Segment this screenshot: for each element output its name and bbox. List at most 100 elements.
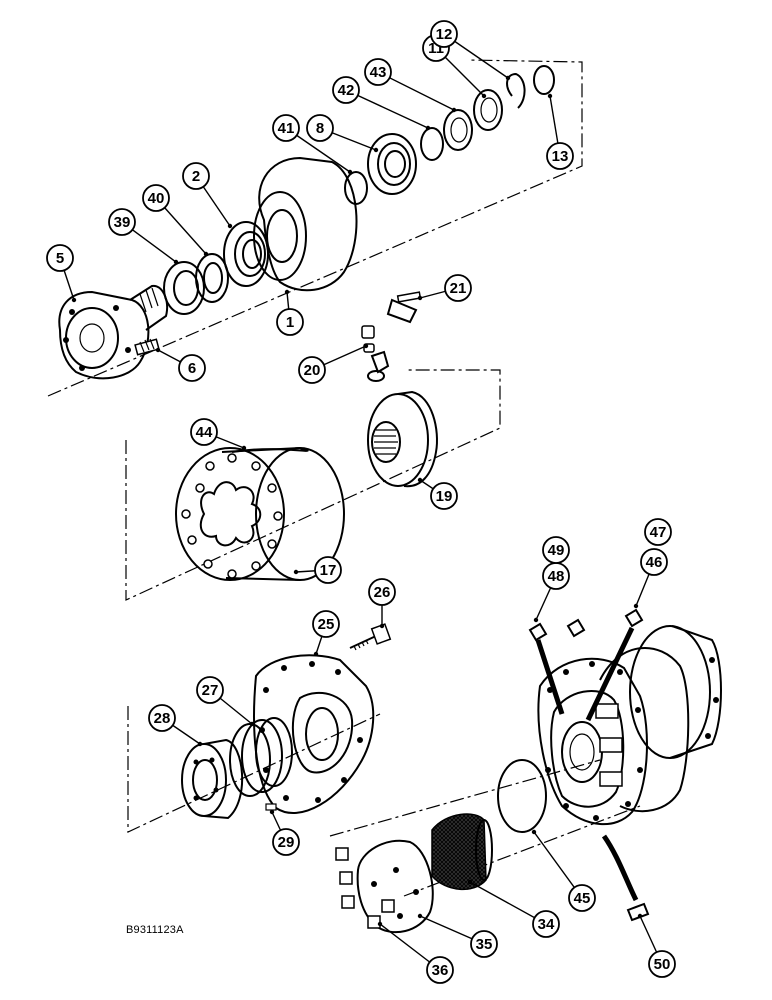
callout-arrowhead-6	[155, 347, 161, 353]
callout-arrowhead-25	[313, 651, 319, 657]
callout-balloon-40	[142, 184, 170, 212]
snap-ring-part-13	[533, 65, 555, 95]
hub-housing-part-1	[253, 156, 358, 292]
callout-20: 20	[298, 343, 369, 384]
callout-balloon-47	[644, 518, 672, 546]
callout-label-25: 25	[318, 616, 335, 633]
callout-label-1: 1	[286, 314, 294, 331]
callout-label-17: 17	[320, 562, 337, 579]
callout-label-35: 35	[476, 936, 493, 953]
callout-2: 2	[182, 162, 233, 229]
motor-cover-part-25	[253, 654, 375, 814]
callout-1: 1	[276, 289, 304, 336]
reference-code: B9311123A	[126, 924, 184, 936]
o-ring-part-45	[497, 759, 547, 833]
callout-arrowhead-39	[173, 259, 179, 265]
callout-8: 8	[306, 114, 379, 153]
callout-label-21: 21	[450, 280, 467, 297]
callout-balloon-25	[312, 610, 340, 638]
callout-balloon-12	[430, 20, 458, 48]
callout-5: 5	[46, 244, 77, 303]
callout-balloon-46	[640, 548, 668, 576]
callout-42: 42	[332, 76, 431, 131]
callout-45: 45	[531, 829, 596, 912]
callout-label-34: 34	[538, 916, 555, 933]
callout-arrowhead-1	[284, 289, 290, 295]
fitting-part-46	[585, 608, 644, 722]
callout-balloon-5	[46, 244, 74, 272]
callout-arrowhead-48	[533, 617, 539, 623]
callout-leader-34	[469, 881, 547, 925]
snap-ring-part-12	[506, 72, 526, 109]
ring-part-42	[420, 127, 444, 161]
callout-balloon-41	[272, 114, 300, 142]
callout-arrowhead-46	[633, 603, 639, 609]
callout-balloon-1	[276, 308, 304, 336]
callout-label-26: 26	[374, 584, 391, 601]
callout-label-5: 5	[56, 250, 64, 267]
callout-21: 21	[417, 274, 472, 302]
callout-label-43: 43	[370, 64, 387, 81]
callout-arrowhead-45	[531, 829, 537, 835]
callout-label-19: 19	[436, 488, 453, 505]
callout-label-2: 2	[192, 168, 200, 185]
callout-arrowhead-42	[425, 125, 431, 131]
callout-balloon-45	[568, 884, 596, 912]
callout-35: 35	[417, 913, 498, 958]
callout-label-42: 42	[338, 82, 355, 99]
callout-balloon-44	[190, 418, 218, 446]
callout-arrowhead-28	[197, 741, 203, 747]
callout-44: 44	[190, 418, 247, 451]
callout-balloon-13	[546, 142, 574, 170]
ring-gear-part-44	[175, 447, 345, 581]
callout-40: 40	[142, 184, 209, 257]
callout-43: 43	[364, 58, 457, 113]
bearing-part-2	[223, 221, 269, 287]
middle-assembly-frame	[125, 369, 501, 601]
callout-27: 27	[196, 676, 255, 727]
callout-50: 50	[637, 913, 676, 978]
small-parts-20	[361, 325, 390, 382]
callout-balloon-6	[178, 354, 206, 382]
ring-part-11	[473, 89, 503, 131]
shaft-part-34	[431, 813, 493, 891]
callout-label-13: 13	[552, 148, 569, 165]
callout-arrowhead-50	[637, 913, 643, 919]
callout-arrowhead-44	[241, 445, 247, 451]
callout-label-41: 41	[278, 120, 295, 137]
grease-fitting-part-48	[528, 618, 586, 715]
bolt-part-26	[349, 623, 392, 651]
callout-48: 48	[533, 562, 570, 623]
callout-arrowhead-20	[363, 343, 369, 349]
callout-arrowhead-34	[467, 879, 473, 885]
callout-balloon-19	[430, 482, 458, 510]
callout-label-49: 49	[548, 542, 565, 559]
callout-arrowhead-2	[227, 223, 233, 229]
planet-carrier-part-19	[367, 390, 438, 488]
callout-arrowhead-27	[249, 721, 255, 727]
callout-label-28: 28	[154, 710, 171, 727]
callout-arrowhead-26	[379, 623, 385, 629]
callout-balloon-27	[196, 676, 224, 704]
callout-balloon-36	[426, 956, 454, 984]
callout-balloon-42	[332, 76, 360, 104]
callout-25: 25	[312, 610, 340, 657]
callout-28: 28	[148, 704, 203, 747]
valve-plate-part-28	[181, 738, 244, 820]
plug-part-50	[601, 834, 650, 922]
callout-6: 6	[155, 347, 206, 382]
callout-arrowhead-5	[71, 297, 77, 303]
callouts: 1256811121317192021252627282934353639404…	[46, 20, 676, 984]
callout-arrowhead-19	[417, 477, 423, 483]
callout-arrowhead-17	[293, 569, 299, 575]
pin-part-21	[386, 291, 422, 324]
ring-part-41	[344, 171, 368, 205]
callout-balloon-17	[314, 556, 342, 584]
pin-part-29	[265, 803, 277, 811]
callout-label-48: 48	[548, 568, 565, 585]
callout-label-8: 8	[316, 120, 324, 137]
callout-balloon-8	[306, 114, 334, 142]
callout-arrowhead-35	[417, 913, 423, 919]
callout-label-47: 47	[650, 524, 667, 541]
callout-balloon-28	[148, 704, 176, 732]
